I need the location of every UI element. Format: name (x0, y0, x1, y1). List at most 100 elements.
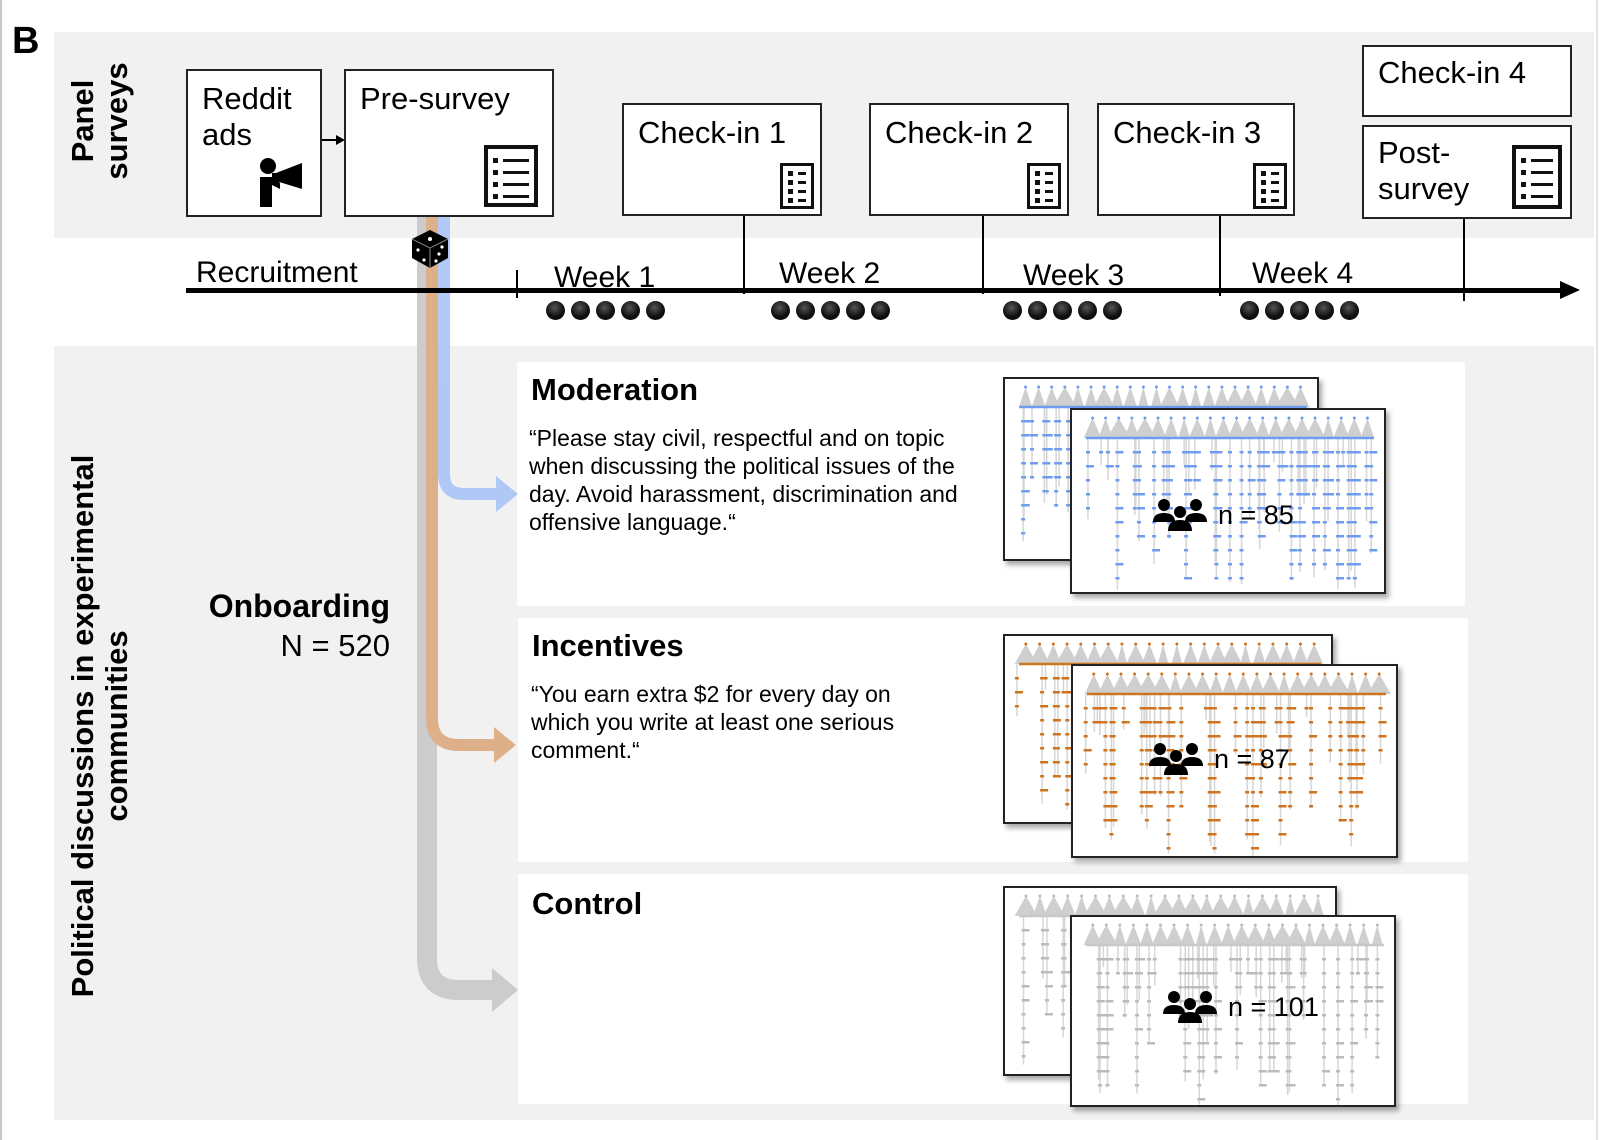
comment-node (1309, 791, 1318, 794)
thread-root (1222, 674, 1238, 694)
comment-node (1247, 507, 1252, 510)
comment-node (1312, 535, 1321, 538)
comment-node (1336, 958, 1341, 961)
comment-node (1111, 791, 1116, 794)
comment-node (1239, 493, 1244, 496)
comment-node (1238, 972, 1243, 975)
comment-node (1288, 749, 1293, 752)
panel-letter: B (12, 20, 40, 62)
thread-root (1098, 674, 1117, 694)
thread-root (1238, 387, 1258, 407)
comment-node (1044, 1013, 1053, 1016)
control-title: Control (532, 886, 643, 921)
thread-root (1239, 418, 1260, 438)
thread-post (1130, 416, 1134, 420)
comment-node (1211, 972, 1216, 975)
comment-node (1115, 577, 1120, 580)
thread-post (1201, 672, 1205, 676)
thread-root (1059, 896, 1076, 916)
comment-node (1139, 749, 1144, 752)
comment-node (1245, 735, 1254, 738)
comment-node (1167, 451, 1172, 454)
thread-post (1207, 385, 1211, 389)
comment-node (1021, 518, 1026, 521)
comment-node (1336, 549, 1341, 552)
comment-node (1044, 448, 1053, 451)
comment-node (1098, 1000, 1103, 1003)
comment-node (1057, 434, 1062, 437)
comment-node (1201, 1070, 1206, 1073)
comment-node (1105, 1042, 1110, 1045)
comment-node (1375, 958, 1380, 961)
thread-root (1327, 925, 1346, 945)
comment-node (1278, 833, 1287, 836)
comment-node (1197, 972, 1202, 975)
thread-root (1315, 674, 1335, 694)
comment-node (1021, 971, 1026, 974)
check-in-3-box: Check-in 3 (1097, 103, 1295, 216)
onboarding-count: N = 520 (280, 628, 390, 663)
thread-root (1151, 387, 1162, 407)
comment-node (1322, 1000, 1327, 1003)
comment-node (1258, 1014, 1263, 1017)
comment-node (1139, 763, 1144, 766)
thread-root (1014, 896, 1038, 916)
comment-node (1213, 972, 1218, 975)
comment-node (1021, 532, 1026, 535)
reddit-ads-line2: ads (202, 117, 252, 152)
comment-node (1099, 451, 1104, 454)
thread-post (1274, 416, 1278, 420)
comment-node (1052, 775, 1061, 778)
comment-node (1350, 1000, 1359, 1003)
comment-node (1212, 833, 1217, 836)
thread-root (1221, 644, 1243, 664)
week-1-label: Week 1 (554, 261, 656, 294)
thread-root (1371, 925, 1383, 945)
day-dot (1053, 301, 1072, 320)
comment-node (1161, 493, 1166, 496)
comment-node (1092, 707, 1097, 710)
comment-node (1213, 1000, 1222, 1003)
thread-root (1346, 674, 1358, 694)
comment-node (1257, 521, 1262, 524)
comment-node (1098, 972, 1103, 975)
thread-root (1071, 387, 1085, 407)
comment-node (1250, 721, 1259, 724)
comment-node (1364, 507, 1373, 510)
comment-node (1352, 535, 1361, 538)
comment-node (1245, 777, 1254, 780)
comment-node (1328, 735, 1333, 738)
comment-node (1103, 721, 1108, 724)
thread-post (1065, 642, 1069, 646)
comment-node (1336, 1000, 1345, 1003)
comment-node (1369, 549, 1378, 552)
comment-node (1280, 465, 1289, 468)
incentives-quote: “You earn extra $2 for every day on whic… (531, 681, 895, 763)
comment-node (1057, 448, 1062, 451)
comment-node (1183, 1042, 1192, 1045)
thread-root (1333, 418, 1350, 438)
thread-root (1278, 418, 1300, 438)
thread-root (1159, 387, 1180, 407)
comment-node (1233, 707, 1238, 710)
thread-post (1037, 385, 1041, 389)
comment-node (1369, 521, 1378, 524)
comment-node (1152, 735, 1157, 738)
day-dot (1265, 301, 1284, 320)
comment-node (1258, 763, 1267, 766)
comment-node (1346, 479, 1351, 482)
comment-node (1147, 749, 1152, 752)
comment-node (1250, 805, 1259, 808)
thread-post (1205, 894, 1209, 898)
thread-post (1316, 894, 1320, 898)
comment-node (1287, 1084, 1296, 1087)
comment-node (1098, 1084, 1103, 1087)
comment-node (1061, 929, 1066, 932)
timeline-axis (186, 288, 1562, 293)
pre-survey-label: Pre-survey (360, 81, 510, 116)
comment-node (1287, 1042, 1296, 1045)
thread-post (1233, 894, 1237, 898)
thread-post (1377, 672, 1381, 676)
comment-node (1228, 958, 1237, 961)
comment-node (1349, 535, 1354, 538)
